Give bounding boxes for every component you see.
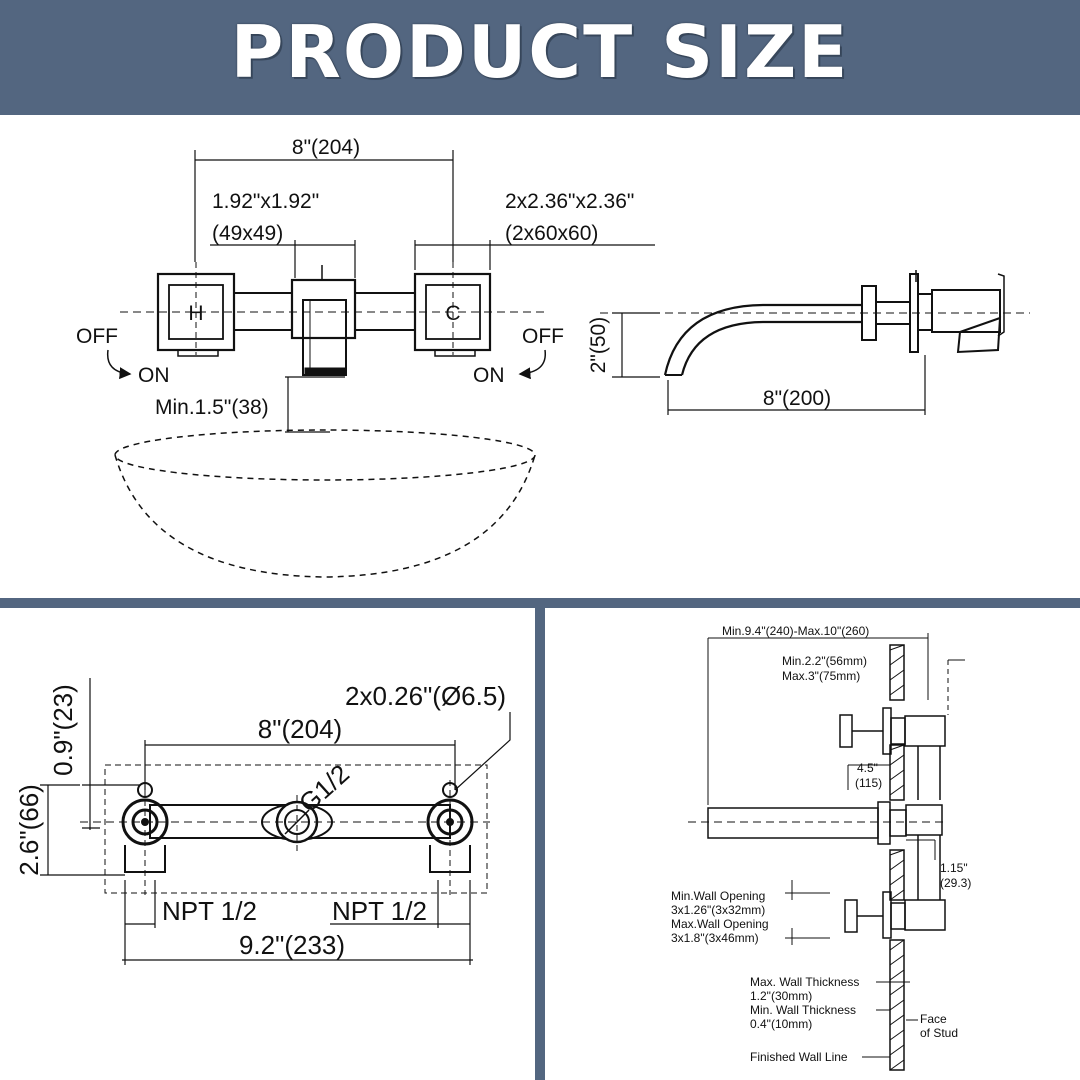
handle-size-label: 1.92"x1.92" xyxy=(212,190,319,213)
npt-right-label: NPT 1/2 xyxy=(332,896,427,926)
min-height-label: Min.1.5"(38) xyxy=(155,396,269,419)
valve-offset-label: 0.9"(23) xyxy=(48,684,78,776)
cold-letter: C xyxy=(445,302,460,325)
page-title: PRODUCT SIZE xyxy=(230,10,850,94)
valve-view xyxy=(40,678,511,965)
max-depth-label: Max.3"(75mm) xyxy=(782,669,860,683)
valve-total-label: 9.2"(233) xyxy=(239,930,345,960)
max-thickness-title: Max. Wall Thickness xyxy=(750,975,859,989)
top-front-view xyxy=(106,150,655,578)
max-opening-value: 3x1.8"(3x46mm) xyxy=(671,931,759,945)
side-view xyxy=(600,270,1030,415)
plate-size-mm-label: (2x60x60) xyxy=(505,222,598,245)
offset-label: 1.15" xyxy=(940,861,968,875)
install-view-labels: Min.9.4"(240)-Max.10"(260) Min.2.2"(56mm… xyxy=(671,624,971,1064)
side-view-labels: 2"(50) 8"(200) xyxy=(587,317,831,410)
spacing-mm-label: (115) xyxy=(855,776,882,790)
spacing-label: 4.5" xyxy=(857,761,878,775)
npt-left-label: NPT 1/2 xyxy=(162,896,257,926)
install-view xyxy=(688,633,965,1071)
vertical-divider xyxy=(535,608,545,1080)
hot-letter: H xyxy=(188,302,203,325)
hole-size-label: 2x0.26"(Ø6.5) xyxy=(345,681,506,711)
offset-mm-label: (29.3) xyxy=(940,876,971,890)
valve-view-labels: 2x0.26"(Ø6.5) 8"(204) G1/2 0.9"(23) 2.6"… xyxy=(14,681,506,960)
face-label: Face xyxy=(920,1012,947,1026)
min-thickness-value: 0.4"(10mm) xyxy=(750,1017,812,1031)
max-opening-title: Max.Wall Opening xyxy=(671,917,769,931)
on-left-label: ON xyxy=(138,364,170,387)
top-width-label: 8"(204) xyxy=(292,136,360,159)
horizontal-divider xyxy=(0,598,1080,608)
min-depth-label: Min.2.2"(56mm) xyxy=(782,654,867,668)
finished-wall-label: Finished Wall Line xyxy=(750,1050,848,1064)
valve-height-label: 2.6"(66) xyxy=(14,784,44,876)
off-left-label: OFF xyxy=(76,325,118,348)
off-right-label: OFF xyxy=(522,325,564,348)
stud-label: of Stud xyxy=(920,1026,958,1040)
valve-spacing-label: 8"(204) xyxy=(258,714,342,744)
min-opening-value: 3x1.26"(3x32mm) xyxy=(671,903,765,917)
min-opening-title: Min.Wall Opening xyxy=(671,889,765,903)
min-thickness-title: Min. Wall Thickness xyxy=(750,1003,856,1017)
plate-size-label: 2x2.36"x2.36" xyxy=(505,190,634,213)
max-thickness-value: 1.2"(30mm) xyxy=(750,989,812,1003)
top-front-labels: 8"(204) 1.92"x1.92" (49x49) 2x2.36"x2.36… xyxy=(76,136,634,419)
depth-range-label: Min.9.4"(240)-Max.10"(260) xyxy=(722,624,869,638)
side-height-label: 2"(50) xyxy=(587,317,610,373)
on-right-label: ON xyxy=(473,364,505,387)
handle-size-mm-label: (49x49) xyxy=(212,222,283,245)
title-banner: PRODUCT SIZE xyxy=(0,0,1080,115)
side-reach-label: 8"(200) xyxy=(763,387,831,410)
